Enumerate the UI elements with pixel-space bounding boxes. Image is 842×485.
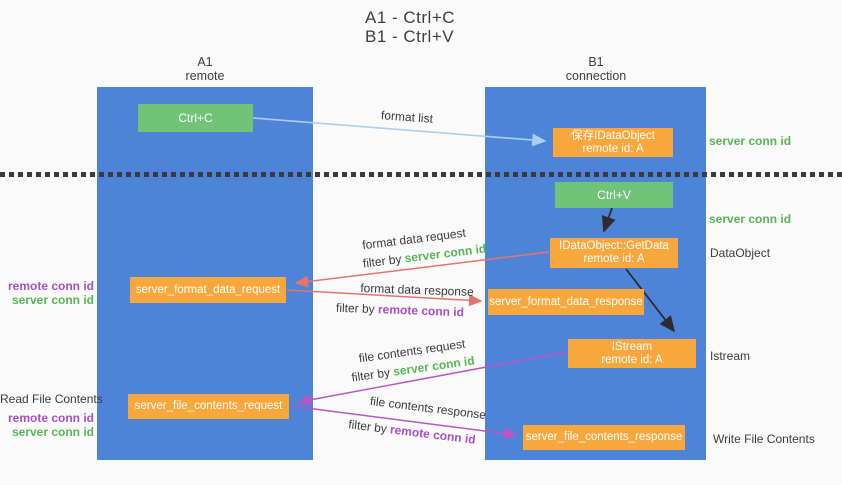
ctrlv-to-getdata-arrow xyxy=(601,207,616,233)
istream-annotation: Istream xyxy=(710,349,751,363)
node-server-format-data-request-label: server_format_data_request xyxy=(135,283,281,296)
node-idataobject-getdata: IDataObject::GetData remote id: A xyxy=(550,238,678,268)
read-file-contents-annotation: Read File Contents xyxy=(0,392,103,406)
dataobject-annotation: DataObject xyxy=(710,246,771,260)
format-data-request-arrow xyxy=(294,251,550,288)
node-save-idataobject-line2: remote id: A xyxy=(582,142,644,155)
format-data-response-arrow xyxy=(286,289,483,307)
server-conn-id-annotation-4: server conn id xyxy=(11,425,94,439)
lane-header-b1: B1 connection xyxy=(526,55,666,83)
lane-b1-name: B1 xyxy=(588,55,604,69)
node-server-file-contents-request-label: server_file_contents_request xyxy=(134,400,283,412)
node-save-idataobject: 保存IDataObject remote id: A xyxy=(553,128,673,157)
remote-conn-id-annotation-1: remote conn id xyxy=(7,279,94,293)
format-list-arrow xyxy=(252,117,547,147)
title-line-1: A1 - Ctrl+C xyxy=(365,8,456,27)
node-server-format-data-response-label: server_format_data_response xyxy=(489,295,643,308)
server-conn-id-annotation-2: server conn id xyxy=(709,212,792,226)
lane-a1-name: A1 xyxy=(197,55,213,69)
node-ctrl-v: Ctrl+V xyxy=(555,182,673,208)
remote-conn-id-text: remote conn id xyxy=(377,302,465,320)
node-idataobject-getdata-line2: remote id: A xyxy=(583,253,645,265)
node-server-file-contents-response: server_file_contents_response xyxy=(523,425,685,450)
session-divider-dotted-line xyxy=(0,172,842,177)
node-ctrl-c: Ctrl+C xyxy=(138,104,253,132)
diagram-title: A1 - Ctrl+C B1 - Ctrl+V xyxy=(365,8,455,46)
lane-b1-subtitle: connection xyxy=(565,69,627,83)
filter-by-text: filter by xyxy=(335,300,379,317)
node-ctrl-v-label: Ctrl+V xyxy=(597,187,631,202)
file-contents-response-arrow xyxy=(290,405,518,440)
node-server-file-contents-response-label: server_file_contents_response xyxy=(525,431,683,443)
node-server-file-contents-request: server_file_contents_request xyxy=(128,394,289,419)
server-conn-id-annotation-1: server conn id xyxy=(709,134,792,148)
lane-a1-subtitle: remote xyxy=(185,69,225,83)
remote-conn-id-annotation-2: remote conn id xyxy=(7,411,94,425)
node-server-format-data-request: server_format_data_request xyxy=(130,277,286,303)
node-server-format-data-response: server_format_data_response xyxy=(488,289,644,315)
lane-header-a1: A1 remote xyxy=(135,55,275,83)
write-file-contents-annotation: Write File Contents xyxy=(713,432,815,446)
server-conn-id-annotation-3: server conn id xyxy=(11,293,94,307)
node-ctrl-c-label: Ctrl+C xyxy=(178,110,213,125)
node-istream-line1: IStream xyxy=(611,340,653,353)
getdata-to-istream-arrow xyxy=(625,268,676,333)
node-istream: IStream remote id: A xyxy=(568,339,696,368)
title-line-2: B1 - Ctrl+V xyxy=(365,27,455,46)
node-istream-line2: remote id: A xyxy=(601,353,663,366)
node-save-idataobject-line1: 保存IDataObject xyxy=(571,129,655,142)
node-idataobject-getdata-line1: IDataObject::GetData xyxy=(559,240,669,252)
file-contents-request-arrow xyxy=(297,351,568,406)
